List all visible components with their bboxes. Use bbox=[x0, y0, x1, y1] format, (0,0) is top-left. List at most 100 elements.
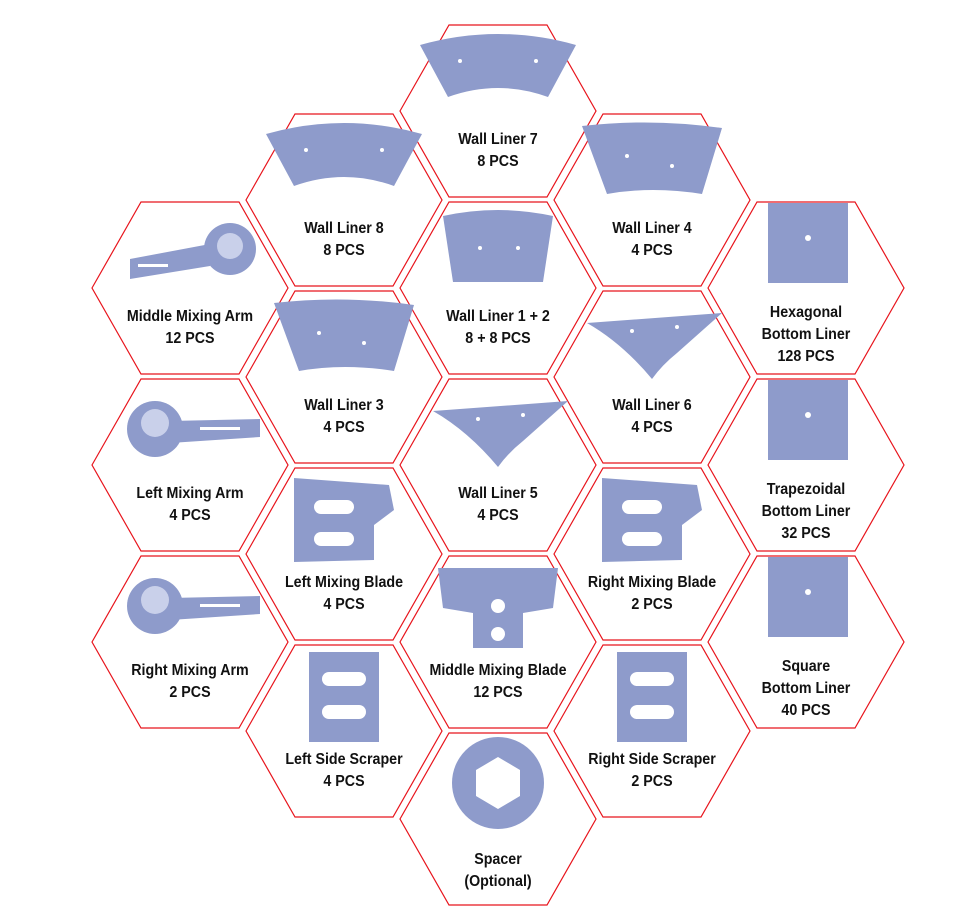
hex-outline bbox=[707, 201, 905, 375]
part-name: Hexagonal bbox=[769, 304, 843, 321]
wall-liner-5-part-image bbox=[433, 401, 568, 467]
part-label: Left Mixing Blade 4 PCS bbox=[252, 572, 436, 616]
part-name: Right Side Scraper bbox=[588, 751, 716, 768]
part-hex-wall-liner-3: Wall Liner 3 4 PCS bbox=[244, 289, 444, 465]
part-hex-wall-liner-5: Wall Liner 5 4 PCS bbox=[398, 377, 598, 553]
wall-liner-8-part-image bbox=[266, 123, 422, 186]
part-hex-wall-liner-6: Wall Liner 6 4 PCS bbox=[552, 289, 752, 465]
part-hex-spacer: Spacer (Optional) bbox=[398, 731, 598, 907]
part-name: Wall Liner 4 bbox=[612, 220, 692, 237]
part-name: Wall Liner 6 bbox=[612, 397, 692, 414]
part-quantity: 4 PCS bbox=[631, 419, 673, 436]
part-quantity: 4 PCS bbox=[323, 419, 365, 436]
part-hex-wall-liner-4: Wall Liner 4 4 PCS bbox=[552, 112, 752, 288]
part-label: Left Side Scraper 4 PCS bbox=[252, 749, 436, 793]
left-mixing-blade-part-image bbox=[294, 478, 394, 562]
part-label: Right Mixing Arm 2 PCS bbox=[98, 660, 282, 704]
wall-liner-3-part-image bbox=[274, 299, 414, 371]
wall-liner-1-2-part-image bbox=[443, 210, 553, 282]
right-side-scraper-part-image bbox=[617, 652, 687, 742]
part-name: Bottom Liner bbox=[761, 326, 851, 343]
part-name: Middle Mixing Arm bbox=[126, 308, 254, 325]
part-hex-left-mixing-arm: Left Mixing Arm 4 PCS bbox=[90, 377, 290, 553]
part-quantity: 4 PCS bbox=[323, 773, 365, 790]
part-label: Spacer (Optional) bbox=[406, 849, 590, 893]
part-name: Spacer bbox=[474, 851, 522, 868]
part-label: Wall Liner 8 8 PCS bbox=[252, 218, 436, 262]
part-name: Left Side Scraper bbox=[285, 751, 403, 768]
part-name: Left Mixing Arm bbox=[136, 485, 244, 502]
part-name: Trapezoidal bbox=[766, 481, 846, 498]
part-name: Wall Liner 1 + 2 bbox=[446, 308, 550, 325]
part-quantity: (Optional) bbox=[464, 873, 532, 890]
part-name: Right Mixing Arm bbox=[131, 662, 249, 679]
part-label: Wall Liner 5 4 PCS bbox=[406, 483, 590, 527]
part-label: Wall Liner 4 4 PCS bbox=[560, 218, 744, 262]
hex-outline bbox=[707, 555, 905, 729]
part-hex-wall-liner-8: Wall Liner 8 8 PCS bbox=[244, 112, 444, 288]
part-quantity: 40 PCS bbox=[781, 702, 831, 719]
part-name: Wall Liner 7 bbox=[458, 131, 538, 148]
part-name: Bottom Liner bbox=[761, 503, 851, 520]
part-name: Square bbox=[781, 658, 831, 675]
part-hex-right-mixing-arm: Right Mixing Arm 2 PCS bbox=[90, 554, 290, 730]
part-label: Middle Mixing Arm 12 PCS bbox=[98, 306, 282, 350]
part-quantity: 4 PCS bbox=[169, 507, 211, 524]
part-quantity: 4 PCS bbox=[631, 242, 673, 259]
wall-liner-4-part-image bbox=[582, 122, 722, 194]
part-quantity: 12 PCS bbox=[473, 684, 523, 701]
part-hex-middle-mixing-blade: Middle Mixing Blade 12 PCS bbox=[398, 554, 598, 730]
right-mixing-blade-part-image bbox=[602, 478, 702, 562]
part-label: Right Side Scraper 2 PCS bbox=[560, 749, 744, 793]
square-bottom-liner-part-image bbox=[768, 557, 848, 637]
part-hex-middle-mixing-arm: Middle Mixing Arm 12 PCS bbox=[90, 200, 290, 376]
trapezoidal-bottom-liner-part-image bbox=[768, 380, 848, 460]
part-hex-left-mixing-blade: Left Mixing Blade 4 PCS bbox=[244, 466, 444, 642]
right-mixing-arm-part-image bbox=[127, 578, 260, 634]
middle-mixing-blade-part-image bbox=[438, 568, 558, 648]
spacer-part-image bbox=[452, 737, 544, 829]
part-label: Wall Liner 6 4 PCS bbox=[560, 395, 744, 439]
part-name: Wall Liner 8 bbox=[304, 220, 384, 237]
part-name: Wall Liner 3 bbox=[304, 397, 384, 414]
part-name: Bottom Liner bbox=[761, 680, 851, 697]
middle-mixing-arm-part-image bbox=[130, 223, 256, 279]
part-quantity: 128 PCS bbox=[777, 348, 835, 365]
part-label: Left Mixing Arm 4 PCS bbox=[98, 483, 282, 527]
part-quantity: 8 + 8 PCS bbox=[465, 330, 531, 347]
left-side-scraper-part-image bbox=[309, 652, 379, 742]
part-quantity: 32 PCS bbox=[781, 525, 831, 542]
part-name: Left Mixing Blade bbox=[284, 574, 404, 591]
part-quantity: 4 PCS bbox=[323, 596, 365, 613]
hexagonal-bottom-liner-part-image bbox=[768, 203, 848, 283]
part-quantity: 2 PCS bbox=[631, 773, 673, 790]
part-hex-wall-liner-1-2: Wall Liner 1 + 2 8 + 8 PCS bbox=[398, 200, 598, 376]
wall-liner-6-part-image bbox=[587, 313, 722, 379]
wall-liner-7-part-image bbox=[420, 34, 576, 97]
part-quantity: 12 PCS bbox=[165, 330, 215, 347]
part-hex-wall-liner-7: Wall Liner 7 8 PCS bbox=[398, 23, 598, 199]
left-mixing-arm-part-image bbox=[127, 401, 260, 457]
part-name: Wall Liner 5 bbox=[458, 485, 538, 502]
part-label: Wall Liner 7 8 PCS bbox=[406, 129, 590, 173]
part-quantity: 8 PCS bbox=[323, 242, 365, 259]
part-hex-right-side-scraper: Right Side Scraper 2 PCS bbox=[552, 643, 752, 819]
part-label: Middle Mixing Blade 12 PCS bbox=[406, 660, 590, 704]
part-quantity: 2 PCS bbox=[631, 596, 673, 613]
part-name: Middle Mixing Blade bbox=[429, 662, 567, 679]
part-quantity: 2 PCS bbox=[169, 684, 211, 701]
part-label: Wall Liner 1 + 2 8 + 8 PCS bbox=[406, 306, 590, 350]
hex-outline bbox=[707, 378, 905, 552]
part-label: Wall Liner 3 4 PCS bbox=[252, 395, 436, 439]
part-quantity: 4 PCS bbox=[477, 507, 519, 524]
part-quantity: 8 PCS bbox=[477, 153, 519, 170]
part-hex-left-side-scraper: Left Side Scraper 4 PCS bbox=[244, 643, 444, 819]
